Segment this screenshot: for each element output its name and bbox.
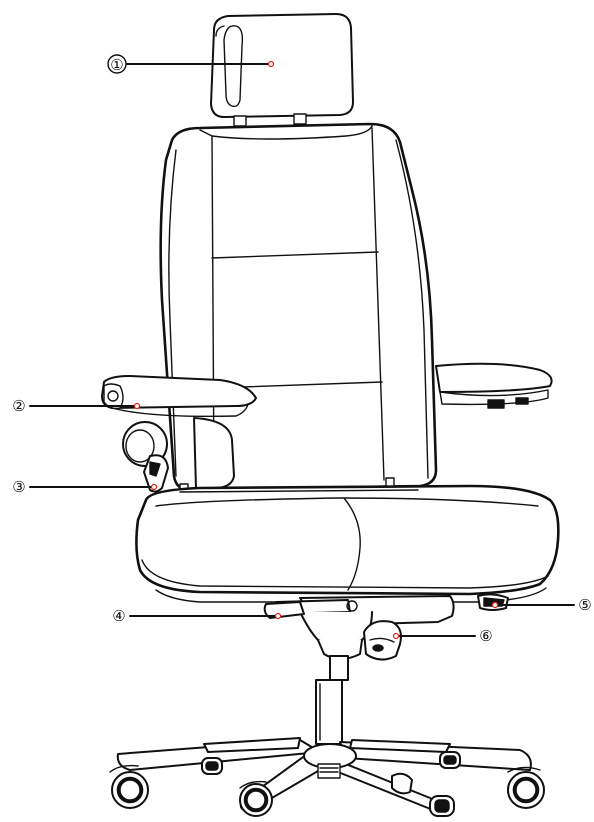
caster-front-right-mid (429, 795, 455, 817)
callout-seat-lever-right: ⑤ (491, 596, 592, 614)
seat-lever-left (263, 601, 305, 619)
marker-5 (491, 601, 499, 609)
callout-gas-lift-lever: ⑥ (392, 627, 493, 645)
callout-label-3: ③ (12, 478, 25, 496)
callout-label-2: ② (12, 397, 25, 415)
armrest-left (101, 375, 257, 489)
callout-armrest: ② (12, 397, 141, 415)
backrest-tension-knob (122, 421, 169, 493)
marker-3 (150, 483, 158, 491)
callout-label-5: ⑤ (578, 596, 591, 614)
caster-front-right (507, 766, 545, 809)
gas-lift-lever (363, 620, 402, 661)
caster-back-left (201, 757, 223, 775)
callout-label-4: ④ (112, 607, 125, 625)
marker-6 (392, 632, 400, 640)
callout-seat-lever-left: ④ (112, 607, 282, 625)
star-base (116, 737, 532, 813)
seat-mechanism (275, 595, 455, 660)
caster-front-left (109, 764, 149, 809)
caster-front-mid (239, 780, 273, 817)
callout-label-1: ① (110, 56, 123, 74)
seat (135, 484, 560, 603)
armrest-right (435, 362, 553, 409)
callout-label-6: ⑥ (479, 627, 492, 645)
casters (109, 751, 545, 817)
callout-backrest-knob: ③ (12, 478, 158, 496)
gas-cylinder (315, 655, 349, 745)
headrest (210, 13, 354, 127)
marker-4 (274, 612, 282, 620)
caster-inner (391, 772, 413, 795)
callout-headrest: ① (107, 54, 275, 74)
marker-2 (133, 402, 141, 410)
caster-back-right (439, 751, 461, 769)
seat-lever-right (477, 593, 509, 611)
marker-1 (267, 60, 275, 68)
